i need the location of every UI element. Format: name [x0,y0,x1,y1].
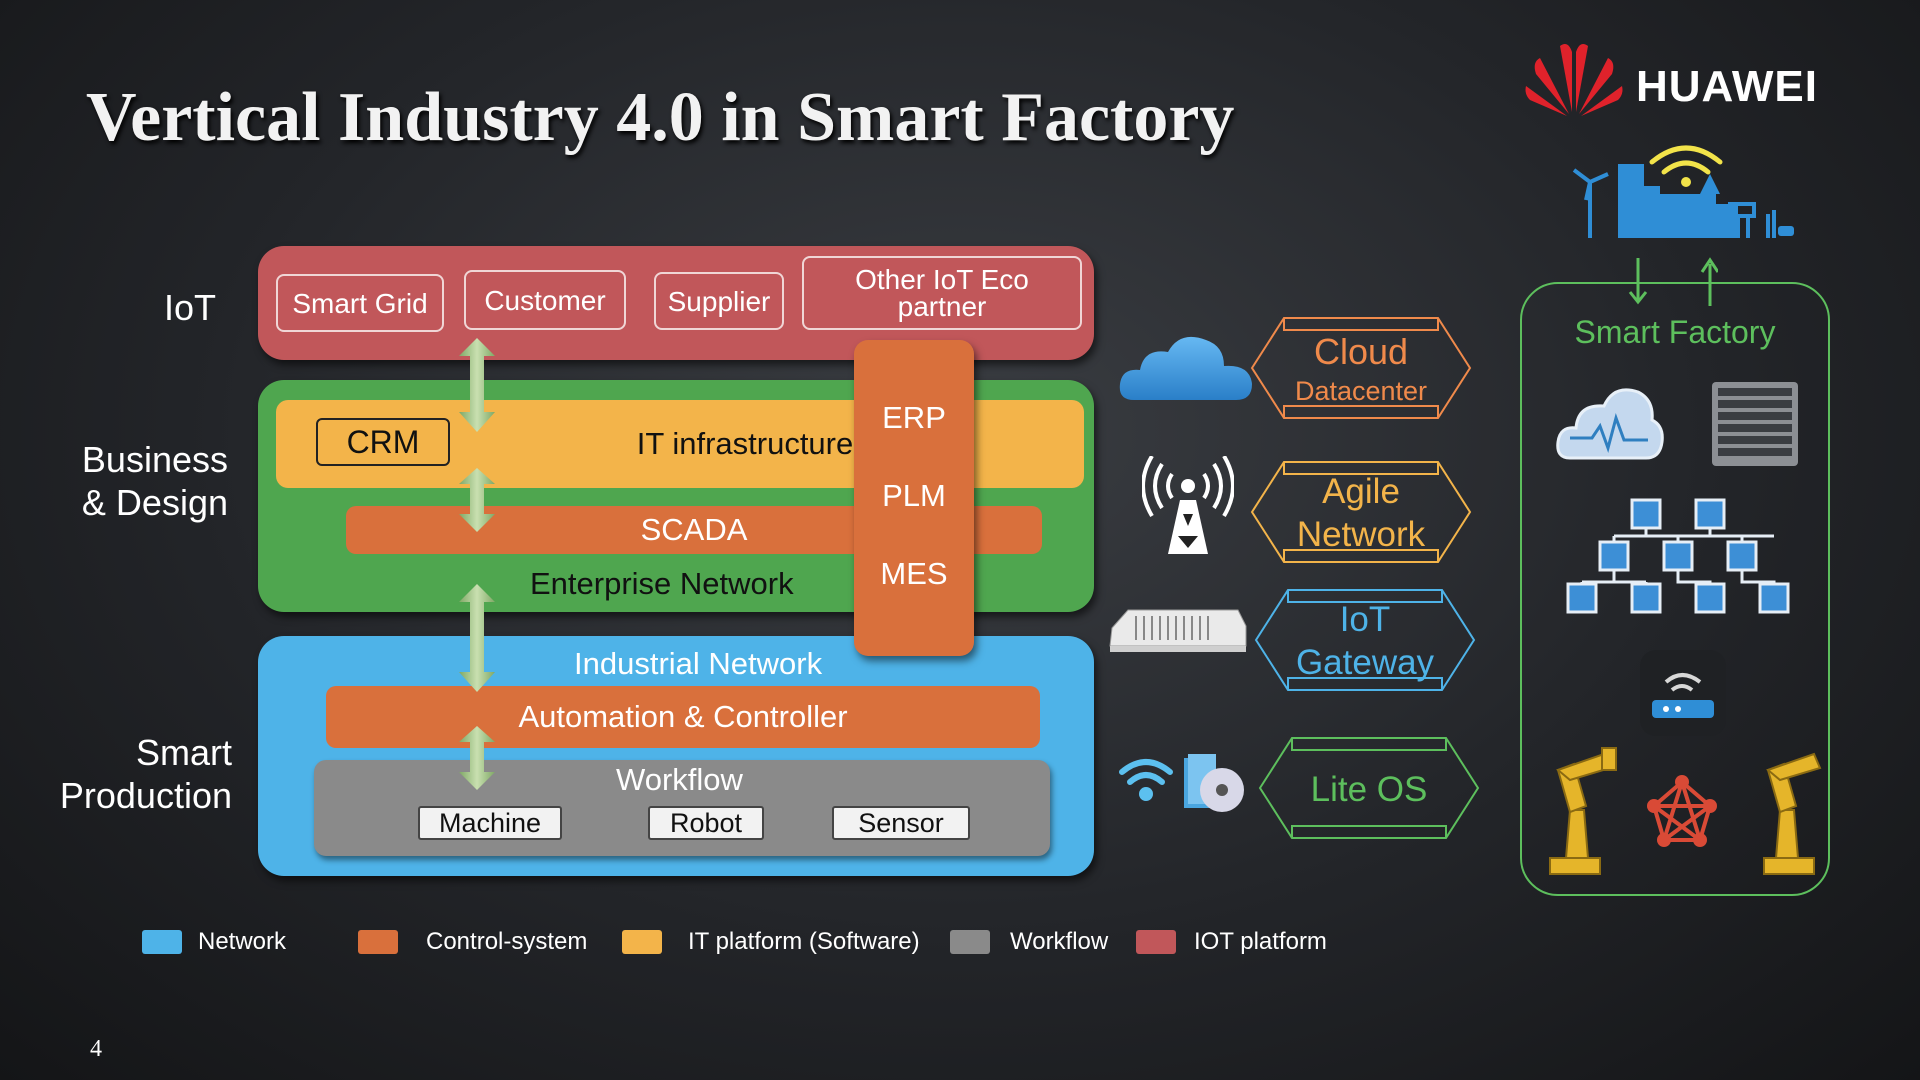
arrow-it-scada [459,468,495,532]
enterprise-network-label: Enterprise Network [530,566,794,601]
agile-network-connector [1250,461,1472,563]
robot-arms-icon [1549,747,1822,875]
slide-title: Vertical Industry 4.0 in Smart Factory [86,79,1235,156]
cloud-monitor-icon [1556,388,1664,460]
iot-gateway-connector [1254,589,1476,691]
router-icon [1640,650,1726,736]
iot-item-other-eco: Other IoT Eco partner [802,256,1082,330]
software-disc-icon [1184,754,1244,812]
arrow-automation-workflow [459,726,495,790]
huawei-logo-icon [1525,44,1623,116]
arrow-iot-it [459,338,495,432]
network-topology-icon [1566,498,1790,614]
crm-box: CRM [316,418,450,466]
iot-item-smart-grid: Smart Grid [276,274,444,332]
smart-factory-io-arrows [1628,257,1718,306]
lite-os-connector [1258,737,1480,839]
server-rack-icon [1712,382,1798,466]
legend-network: Network [198,928,287,955]
cloud-datacenter-connector [1250,317,1472,419]
gateway-device-icon [1109,609,1247,652]
cloud-datacenter-label: Cloud Datacenter [1294,330,1428,406]
industrial-network-label: Industrial Network [574,646,823,681]
it-infrastructure-label: IT infrastructure [636,426,854,461]
system-erp: ERP [882,400,946,435]
iot-item-supplier: Supplier [654,272,784,330]
smart-city-icon [1572,145,1794,238]
row-label-iot: IoT [163,287,216,328]
lite-os-label: Lite OS [1310,769,1428,809]
legend-swatch-control [358,930,398,954]
legend-it-platform: IT platform (Software) [688,928,920,955]
legend-control-system: Control-system [426,928,588,955]
arrow-enterprise-automation [459,584,495,692]
antenna-tower-icon [1142,456,1234,554]
device-sensor: Sensor [832,806,970,840]
iot-item-customer: Customer [464,270,626,330]
vertical-flow-arrows [459,338,495,790]
row-label-business: Business& Design [81,439,228,523]
smart-factory-panel [1520,282,1830,896]
page-number: 4 [90,1036,102,1062]
device-machine: Machine [418,806,562,840]
legend-swatch-it-platform [622,930,662,954]
device-robot: Robot [648,806,764,840]
cloud-icon [1119,336,1252,400]
smart-factory-label: Smart Factory [1574,314,1776,350]
system-mes: MES [880,556,948,591]
huawei-logo-text: HUAWEI [1636,62,1818,111]
legend-workflow: Workflow [1010,928,1109,955]
legend-swatch-network [142,930,182,954]
wifi-icon [1119,759,1173,801]
legend-swatch-iot-platform [1136,930,1176,954]
enterprise-systems-column [854,340,974,656]
legend-swatch-workflow [950,930,990,954]
legend-iot-platform: IOT platform [1194,928,1327,955]
automation-controller-bar: Automation & Controller [326,686,1040,748]
system-plm: PLM [882,478,946,513]
workflow-label: Workflow [616,762,743,797]
